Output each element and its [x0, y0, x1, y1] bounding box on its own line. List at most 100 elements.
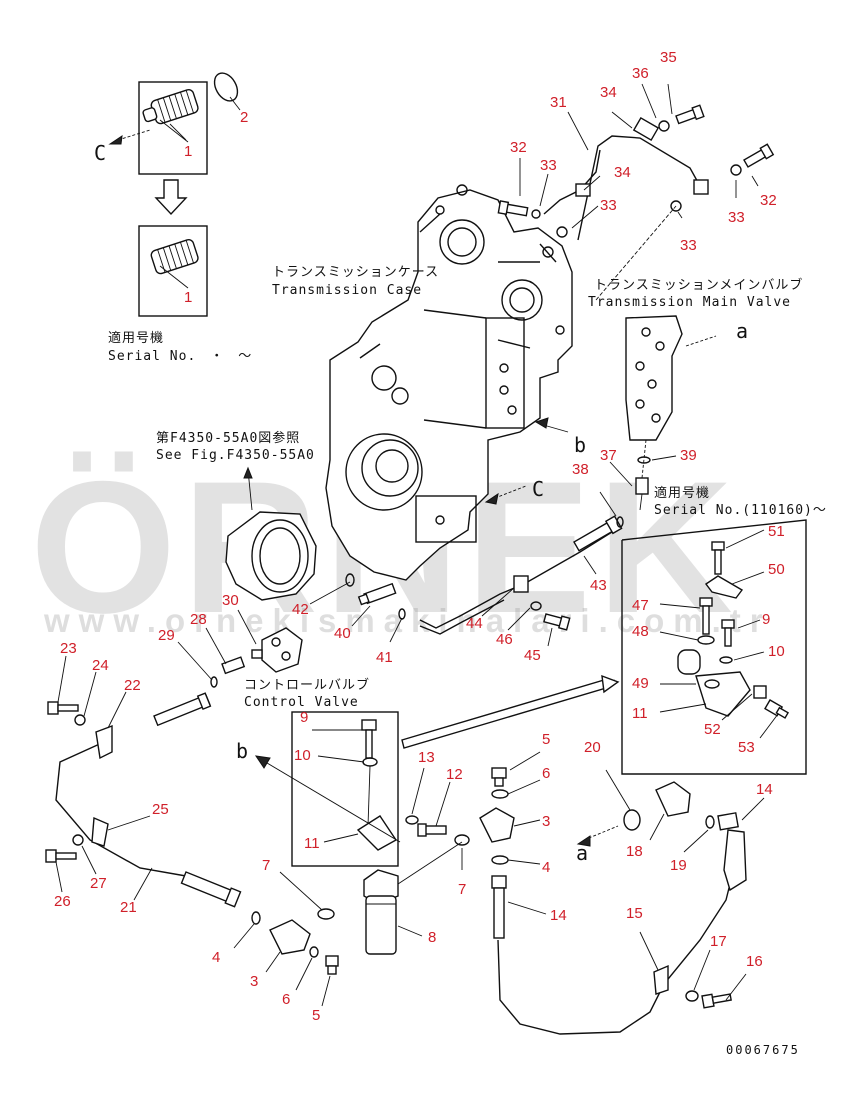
ref-letter-a-top: a [736, 319, 748, 343]
callout: 31 [550, 94, 567, 111]
callout: 6 [542, 765, 550, 782]
callout: 3 [250, 973, 258, 990]
serial-top-label-en: Serial No. ・ ～ [108, 349, 252, 364]
callout: 1 [184, 289, 192, 306]
callout: 9 [300, 709, 308, 726]
transmission-case-label-en: Transmission Case [272, 283, 422, 298]
ref-letter-a-bottom: a [576, 841, 588, 865]
strainer-box-lower [138, 225, 208, 317]
callout: 12 [446, 766, 463, 783]
callout: 5 [312, 1007, 320, 1024]
filter-detail-box [254, 711, 447, 867]
hose-14-right [576, 781, 747, 1009]
callout: 20 [584, 739, 601, 756]
callout: 13 [418, 749, 435, 766]
callout: 43 [590, 577, 607, 594]
callout: 7 [262, 857, 270, 874]
callout: 48 [632, 623, 649, 640]
transmission-case-label-jp: トランスミッションケース [272, 265, 439, 280]
callout: 33 [540, 157, 557, 174]
callout: 3 [542, 813, 550, 830]
callout: 19 [670, 857, 687, 874]
arrow-to-C-middle [484, 485, 527, 505]
callout: 51 [768, 523, 785, 540]
main-valve-label-en: Transmission Main Valve [588, 295, 791, 310]
hose-44 [419, 515, 623, 635]
see-fig-label-en: See Fig.F4350-55A0 [156, 448, 315, 463]
callout: 41 [376, 649, 393, 666]
transmission-main-valve [534, 315, 717, 511]
strainer-box-upper [138, 81, 208, 175]
callout: 22 [124, 677, 141, 694]
callout: 45 [524, 647, 541, 664]
callout: 37 [600, 447, 617, 464]
callout: 29 [158, 627, 175, 644]
control-valve [210, 627, 303, 688]
hose-21-assembly [45, 692, 242, 908]
ref-letter-c-top: C [94, 141, 106, 165]
callout: 11 [304, 835, 320, 852]
callout: 33 [680, 237, 697, 254]
callout: 2 [240, 109, 248, 126]
pipe-assembly-top [497, 104, 775, 301]
callout: 46 [496, 631, 513, 648]
callout: 32 [760, 192, 777, 209]
serial-top-label-jp: 適用号機 [108, 330, 164, 346]
main-valve-label-jp: トランスミッションメインバルブ [594, 277, 803, 293]
callout: 33 [728, 209, 745, 226]
callout: 32 [510, 139, 527, 156]
callout: 23 [60, 640, 77, 657]
callout: 14 [550, 907, 567, 924]
callout: 35 [660, 49, 677, 66]
control-valve-label-jp: コントロールバルブ [244, 677, 370, 693]
ref-letter-b-right: b [574, 433, 586, 457]
callout: 34 [614, 164, 631, 181]
serial-right-label-jp: 適用号機 [654, 485, 710, 501]
clutch-ring-see-fig [225, 466, 317, 601]
callout: 38 [572, 461, 589, 478]
see-fig-label-jp: 第F4350-55A0図参照 [156, 430, 300, 446]
control-valve-label-en: Control Valve [244, 695, 359, 710]
callout: 39 [680, 447, 697, 464]
o-ring-part-2 [213, 72, 239, 102]
serial-right-label-en: Serial No.(110160)～ [654, 503, 827, 518]
callout: 18 [626, 843, 643, 860]
callout: 26 [54, 893, 71, 910]
callout: 53 [738, 739, 755, 756]
callout: 24 [92, 657, 109, 674]
callout: 49 [632, 675, 649, 692]
callout: 15 [626, 905, 643, 922]
callout: 7 [458, 881, 466, 898]
callout: 40 [334, 625, 351, 642]
callout: 47 [632, 597, 649, 614]
callout: 4 [542, 859, 550, 876]
watermark-url: www.ornekismakinalari.com.tr [43, 602, 772, 639]
callout: 25 [152, 801, 169, 818]
callouts: 1 2 1 31 32 33 34 33 34 35 36 33 32 33 3… [54, 49, 785, 1024]
callout: 36 [632, 65, 649, 82]
ref-letter-b-left: b [236, 739, 248, 763]
callout: 50 [768, 561, 785, 578]
callout: 4 [212, 949, 220, 966]
callout: 10 [294, 747, 311, 764]
callout: 11 [632, 705, 648, 722]
callout: 8 [428, 929, 436, 946]
callout: 42 [292, 601, 309, 618]
callout: 5 [542, 731, 550, 748]
down-arrow [154, 179, 188, 216]
callout: 28 [190, 611, 207, 628]
ref-letter-c-middle: C [532, 477, 544, 501]
annotations: トランスミッションケース Transmission Case トランスミッション… [94, 141, 827, 1057]
callout: 17 [710, 933, 727, 950]
callout: 27 [90, 875, 107, 892]
callout: 34 [600, 84, 617, 101]
detail-box-right [401, 519, 807, 775]
callout: 52 [704, 721, 721, 738]
transmission-case [325, 184, 573, 581]
callout: 1 [184, 143, 192, 160]
callout: 9 [762, 611, 770, 628]
fitting-40 [357, 582, 397, 606]
callout: 44 [466, 615, 483, 632]
